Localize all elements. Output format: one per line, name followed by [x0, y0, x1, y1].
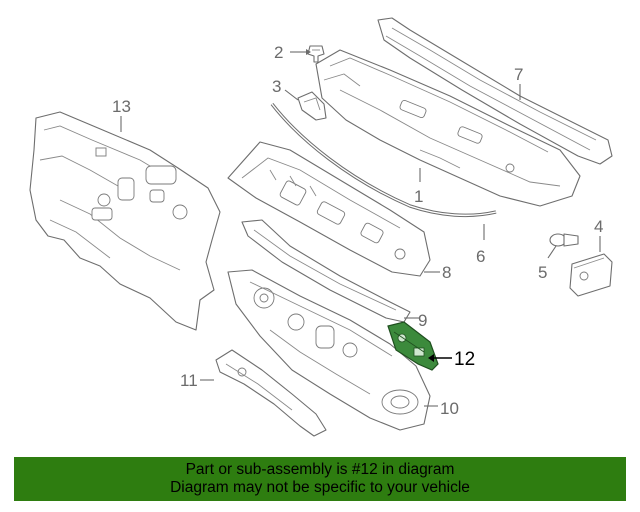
callout-9: 9	[418, 311, 427, 330]
banner-line-1: Part or sub-assembly is #12 in diagram	[185, 461, 455, 478]
leader-2-arrow	[306, 49, 311, 55]
callout-6: 6	[476, 247, 485, 266]
part-7-cowl-reinforcement	[377, 17, 613, 165]
callout-4: 4	[594, 217, 603, 236]
part-12-insulator-highlighted	[387, 321, 439, 371]
info-banner: Part or sub-assembly is #12 in diagram D…	[14, 457, 626, 501]
part-8-cowl-panel	[227, 141, 431, 277]
parts-diagram: 13 2 3 6 1 7 5	[29, 17, 613, 437]
part-5-clip	[549, 233, 579, 247]
banner-line-2: Diagram may not be specific to your vehi…	[170, 479, 470, 496]
part-10-dash-panel	[227, 269, 431, 431]
callout-3: 3	[272, 77, 281, 96]
callout-10: 10	[440, 399, 459, 418]
leader-3	[284, 89, 299, 101]
part-4-bracket	[569, 253, 613, 297]
callout-12: 12	[454, 349, 475, 370]
leader-12-arrow	[428, 354, 434, 362]
callout-2: 2	[274, 43, 283, 62]
callout-5: 5	[538, 263, 547, 282]
part-11-bracket	[215, 349, 327, 437]
part-1-cowl-top	[315, 49, 581, 207]
callout-7: 7	[514, 65, 523, 84]
callout-8: 8	[442, 263, 451, 282]
part-3-bracket	[297, 91, 327, 121]
leader-5	[547, 245, 557, 259]
part-9-cowl-strip	[241, 219, 411, 323]
callout-13: 13	[112, 97, 131, 116]
callout-1: 1	[414, 187, 423, 206]
part-13-dash-insulator	[29, 111, 221, 331]
callout-11: 11	[180, 371, 198, 390]
part-2-clip	[307, 45, 325, 63]
